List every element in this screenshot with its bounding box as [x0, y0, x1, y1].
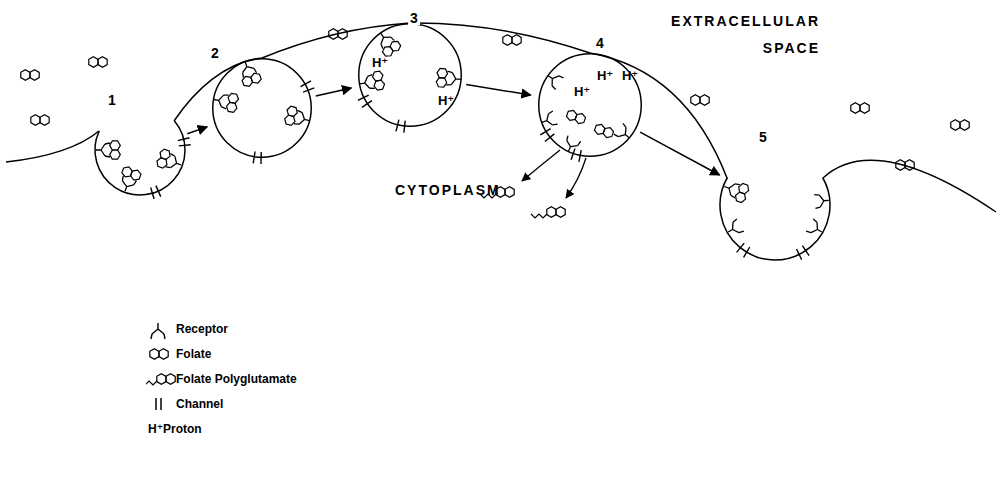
legend-text: Folate — [176, 347, 211, 361]
legend: ReceptorFolateFolate PolyglutamateChanne… — [146, 316, 297, 441]
folate-icon — [283, 106, 298, 127]
release-arrows — [522, 150, 586, 198]
receptor-icon — [96, 143, 110, 157]
proton-label: H⁺ — [372, 56, 388, 69]
folate-icon — [372, 71, 386, 91]
receptor-icon — [544, 70, 563, 89]
proton-label: H⁺ — [622, 69, 638, 82]
transition-arrow — [316, 88, 352, 96]
folate-icon — [851, 103, 869, 114]
folate-icon — [155, 148, 171, 169]
vesicle-outline — [212, 58, 312, 158]
legend-text: Receptor — [176, 322, 228, 336]
folate-icon — [150, 348, 168, 359]
legend-symbol — [146, 368, 176, 390]
folate-icon — [31, 115, 49, 126]
callout-number: 1 — [106, 93, 118, 107]
folate-icon — [531, 207, 565, 218]
vesicle-outline — [95, 105, 185, 195]
vesicle-outline — [720, 150, 830, 260]
legend-entry: Receptor — [146, 316, 297, 341]
proton-label: H⁺ — [574, 85, 590, 98]
folate-icon — [21, 70, 39, 81]
receptor-icon — [562, 136, 581, 155]
folate-icon — [226, 93, 240, 113]
receptor-icon — [806, 219, 825, 238]
legend-entry: Folate — [146, 341, 297, 366]
receptor-icon — [725, 219, 744, 238]
folate-icon — [110, 141, 121, 159]
folate-icon — [951, 120, 969, 131]
callout-number: 5 — [757, 130, 769, 144]
receptor-icon — [239, 60, 257, 78]
folate-icon — [691, 95, 709, 106]
vesicle: 5 — [720, 150, 830, 260]
proton-label: H⁺ — [597, 69, 613, 82]
folate-icon — [121, 165, 142, 181]
receptor-icon — [446, 71, 461, 86]
folate-icon — [329, 29, 347, 40]
legend-entry: Channel — [146, 391, 297, 416]
folate-icon — [566, 109, 587, 125]
transition-arrow — [466, 84, 531, 95]
legend-entry: H⁺Proton — [146, 416, 297, 441]
callout-number: 3 — [408, 11, 420, 25]
callout-number: 4 — [594, 36, 606, 50]
folate-icon — [594, 123, 615, 139]
region-label: CYTOPLASM — [395, 182, 501, 198]
channel-stroke — [260, 152, 262, 164]
proton-label: H⁺ — [438, 94, 454, 107]
folate-icon — [503, 35, 521, 46]
receptor-icon — [540, 111, 558, 129]
vesicle: 3H⁺H⁺ — [358, 23, 462, 127]
vesicle: 1 — [95, 105, 185, 195]
folate-icon — [89, 57, 107, 68]
legend-symbol — [146, 393, 176, 415]
legend-entry: Folate Polyglutamate — [146, 366, 297, 391]
transition-arrow — [187, 127, 207, 134]
vesicle-outline — [358, 23, 462, 127]
legend-text: Channel — [176, 397, 223, 411]
legend-symbol — [146, 343, 176, 365]
folate-icon — [436, 68, 448, 87]
plasma-membrane — [6, 23, 996, 212]
folate-icon — [734, 183, 750, 204]
folate-icon — [241, 72, 262, 88]
legend-text: Folate Polyglutamate — [176, 372, 297, 386]
region-label: EXTRACELLULAR SPACE — [630, 8, 820, 62]
folate-icon — [146, 373, 175, 384]
vesicle: 2 — [212, 58, 312, 158]
folate-icon — [896, 160, 914, 171]
receptor-icon — [375, 29, 394, 48]
callout-number: 2 — [209, 46, 221, 60]
receptor-icon — [614, 123, 634, 143]
receptor-icon — [814, 193, 829, 208]
legend-text: H⁺Proton — [148, 422, 202, 436]
transition-arrow — [640, 132, 720, 175]
vesicle: 4H⁺H⁺H⁺ — [538, 53, 642, 157]
legend-symbol — [146, 318, 176, 340]
